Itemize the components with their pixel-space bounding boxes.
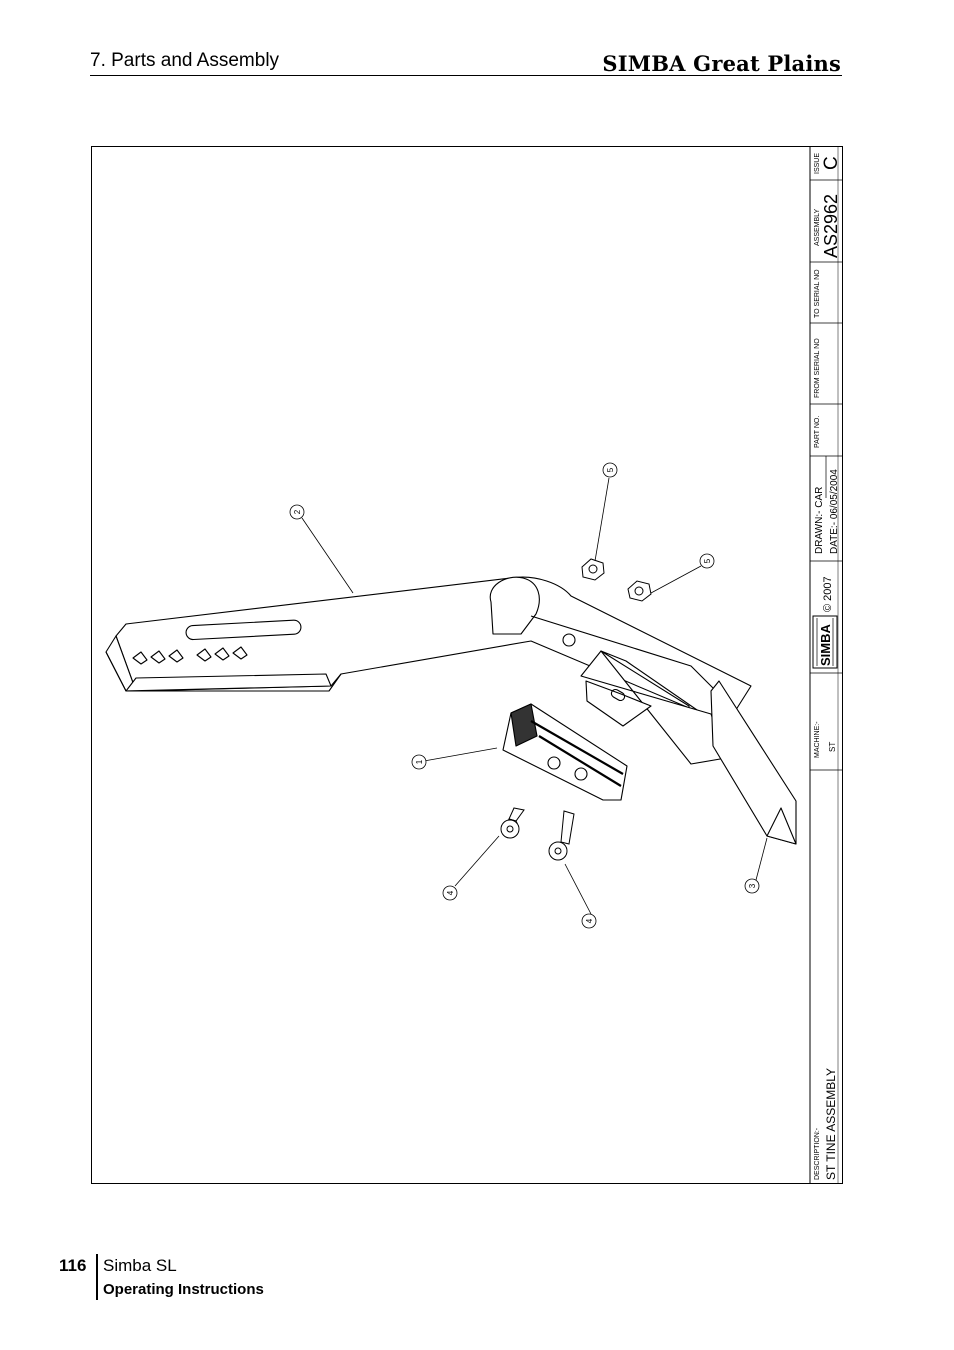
footer-divider: [96, 1254, 98, 1300]
page-number: 116: [59, 1256, 87, 1275]
to-serial-label: TO SERIAL NO: [814, 269, 821, 318]
section-title: 7. Parts and Assembly: [90, 50, 280, 71]
nut-lower-part: [627, 580, 652, 602]
callout-4-left-number: 4: [446, 890, 455, 895]
tine-arm-part: [105, 576, 752, 725]
machine-label: MACHINE:-: [814, 721, 821, 758]
drawing-date: DATE:- 06/05/2004: [829, 469, 840, 554]
issue-label: ISSUE: [814, 153, 821, 174]
nut-upper-part: [581, 558, 605, 581]
part-no-label: PART NO.: [814, 416, 821, 448]
bolt-left-part: [500, 807, 525, 839]
callout-1: 1: [411, 754, 427, 770]
header-rule: [90, 75, 842, 76]
callout-4-right-number: 4: [585, 918, 594, 923]
brand-logo: SIMBA Great Plains: [602, 51, 841, 76]
description-value: ST TINE ASSEMBLY: [824, 1068, 838, 1180]
assembly-number: AS2962: [821, 194, 841, 258]
callout-2: 2: [289, 504, 305, 520]
from-serial-label: FROM SERIAL NO: [814, 338, 821, 398]
callout-4-right: 4: [581, 913, 597, 929]
assembly-drawing: ISSUE C ASSEMBLY AS2962 TO SERIAL NO FRO…: [91, 146, 843, 1184]
callout-2-number: 2: [293, 509, 302, 514]
callout-5-lower: 5: [699, 553, 715, 569]
product-name: Simba SL: [103, 1256, 177, 1275]
machine-value: ST: [828, 742, 837, 752]
callout-3: 3: [744, 878, 760, 894]
drawn-by: DRAWN:- CAR: [814, 487, 825, 554]
bolt-right-part: [548, 810, 575, 861]
callout-1-number: 1: [415, 759, 424, 764]
callout-5-lower-number: 5: [703, 558, 712, 563]
issue-value: C: [821, 156, 842, 170]
share-point-part: [580, 650, 797, 845]
callout-4-left: 4: [442, 885, 458, 901]
arm-adjustment-holes: [132, 646, 248, 665]
leader-lines: [301, 477, 768, 915]
assembly-label: ASSEMBLY: [814, 208, 821, 246]
simba-stamp-logo: SIMBA: [812, 615, 838, 669]
drawing-frame: [91, 146, 843, 1184]
simba-stamp-text: SIMBA: [818, 624, 833, 667]
callout-3-number: 3: [748, 883, 757, 888]
copyright: © 2007: [822, 576, 834, 612]
title-block: ISSUE C ASSEMBLY AS2962 TO SERIAL NO FRO…: [809, 146, 843, 1184]
callout-5-upper-number: 5: [606, 467, 615, 472]
description-label: DESCRIPTION:-: [814, 1127, 821, 1180]
callout-5-upper: 5: [602, 462, 618, 478]
document-subtitle: Operating Instructions: [103, 1281, 264, 1298]
wear-block-part: [502, 703, 628, 801]
